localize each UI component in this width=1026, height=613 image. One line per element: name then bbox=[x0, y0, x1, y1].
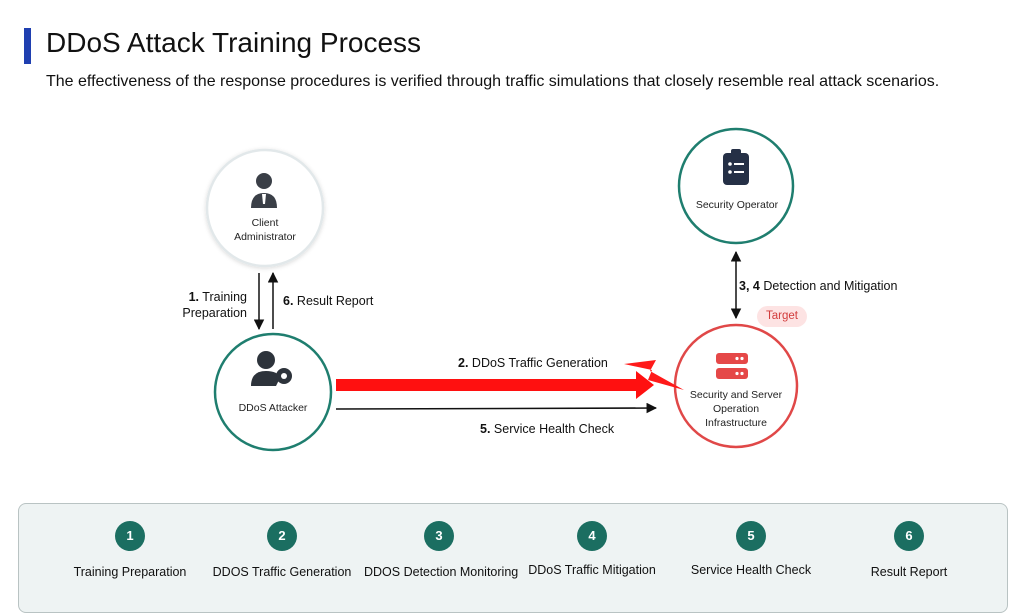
edge-health-arrow bbox=[335, 402, 658, 414]
edge-detection-label: 3, 4 Detection and Mitigation bbox=[739, 279, 897, 293]
clipboard-list-icon bbox=[723, 149, 749, 185]
node-infrastructure: Security and Server Operation Infrastruc… bbox=[673, 323, 799, 449]
node-security-operator: Security Operator bbox=[677, 127, 795, 245]
step-1-label: Training Preparation bbox=[73, 565, 187, 579]
edge-attack-traffic-arrow bbox=[336, 360, 684, 399]
infra-label-line1: Security and Server bbox=[690, 389, 783, 401]
client-label-line1: Client bbox=[252, 217, 279, 229]
step-2-number: 2 bbox=[267, 521, 297, 551]
step-6: 6 Result Report bbox=[855, 521, 963, 579]
step-4: 4 DDoS Traffic Mitigation bbox=[527, 521, 657, 577]
step-3-number: 3 bbox=[424, 521, 454, 551]
step-5-number: 5 bbox=[736, 521, 766, 551]
edge-traffic-label: 2. DDoS Traffic Generation bbox=[458, 356, 608, 370]
step-1-number: 1 bbox=[115, 521, 145, 551]
step-1: 1 Training Preparation bbox=[70, 521, 190, 579]
step-6-number: 6 bbox=[894, 521, 924, 551]
step-3-label: DDOS Detection Monitoring bbox=[364, 565, 519, 579]
step-5-label: Service Health Check bbox=[690, 563, 812, 577]
node-client-administrator: Client Administrator bbox=[205, 148, 325, 268]
step-6-label: Result Report bbox=[870, 565, 948, 579]
client-label-line2: Administrator bbox=[234, 231, 296, 243]
step-3: 3 DDOS Detection Monitoring bbox=[364, 521, 519, 579]
person-tie-icon bbox=[251, 173, 277, 208]
step-4-number: 4 bbox=[577, 521, 607, 551]
edge-health-label: 5. Service Health Check bbox=[480, 422, 615, 436]
steps-panel: 1 Training Preparation 2 DDOS Traffic Ge… bbox=[18, 503, 1008, 613]
node-ddos-attacker: DDoS Attacker bbox=[213, 332, 333, 452]
server-icon bbox=[716, 353, 748, 379]
step-5: 5 Service Health Check bbox=[686, 521, 816, 577]
step-4-label: DDoS Traffic Mitigation bbox=[528, 563, 656, 577]
target-badge: Target bbox=[757, 306, 807, 327]
infra-label-line3: Infrastructure bbox=[705, 417, 767, 429]
attacker-label: DDoS Attacker bbox=[239, 402, 308, 414]
infra-label-line2: Operation bbox=[713, 403, 759, 415]
edge-training-label-line1: 1. Training bbox=[189, 290, 247, 304]
edge-training-label-line2: Preparation bbox=[182, 306, 247, 320]
title-accent-bar bbox=[24, 28, 31, 64]
lightning-icon bbox=[624, 360, 684, 390]
step-2: 2 DDOS Traffic Generation bbox=[207, 521, 357, 579]
process-diagram: Client Administrator DDoS Attacker Secur… bbox=[182, 127, 897, 452]
edge-result-label: 6. Result Report bbox=[283, 294, 374, 308]
page-title: DDoS Attack Training Process bbox=[46, 27, 422, 58]
step-2-label: DDOS Traffic Generation bbox=[212, 565, 352, 579]
user-gear-icon bbox=[251, 351, 292, 386]
page-subtitle: The effectiveness of the response proced… bbox=[46, 73, 940, 90]
operator-label: Security Operator bbox=[696, 199, 779, 211]
